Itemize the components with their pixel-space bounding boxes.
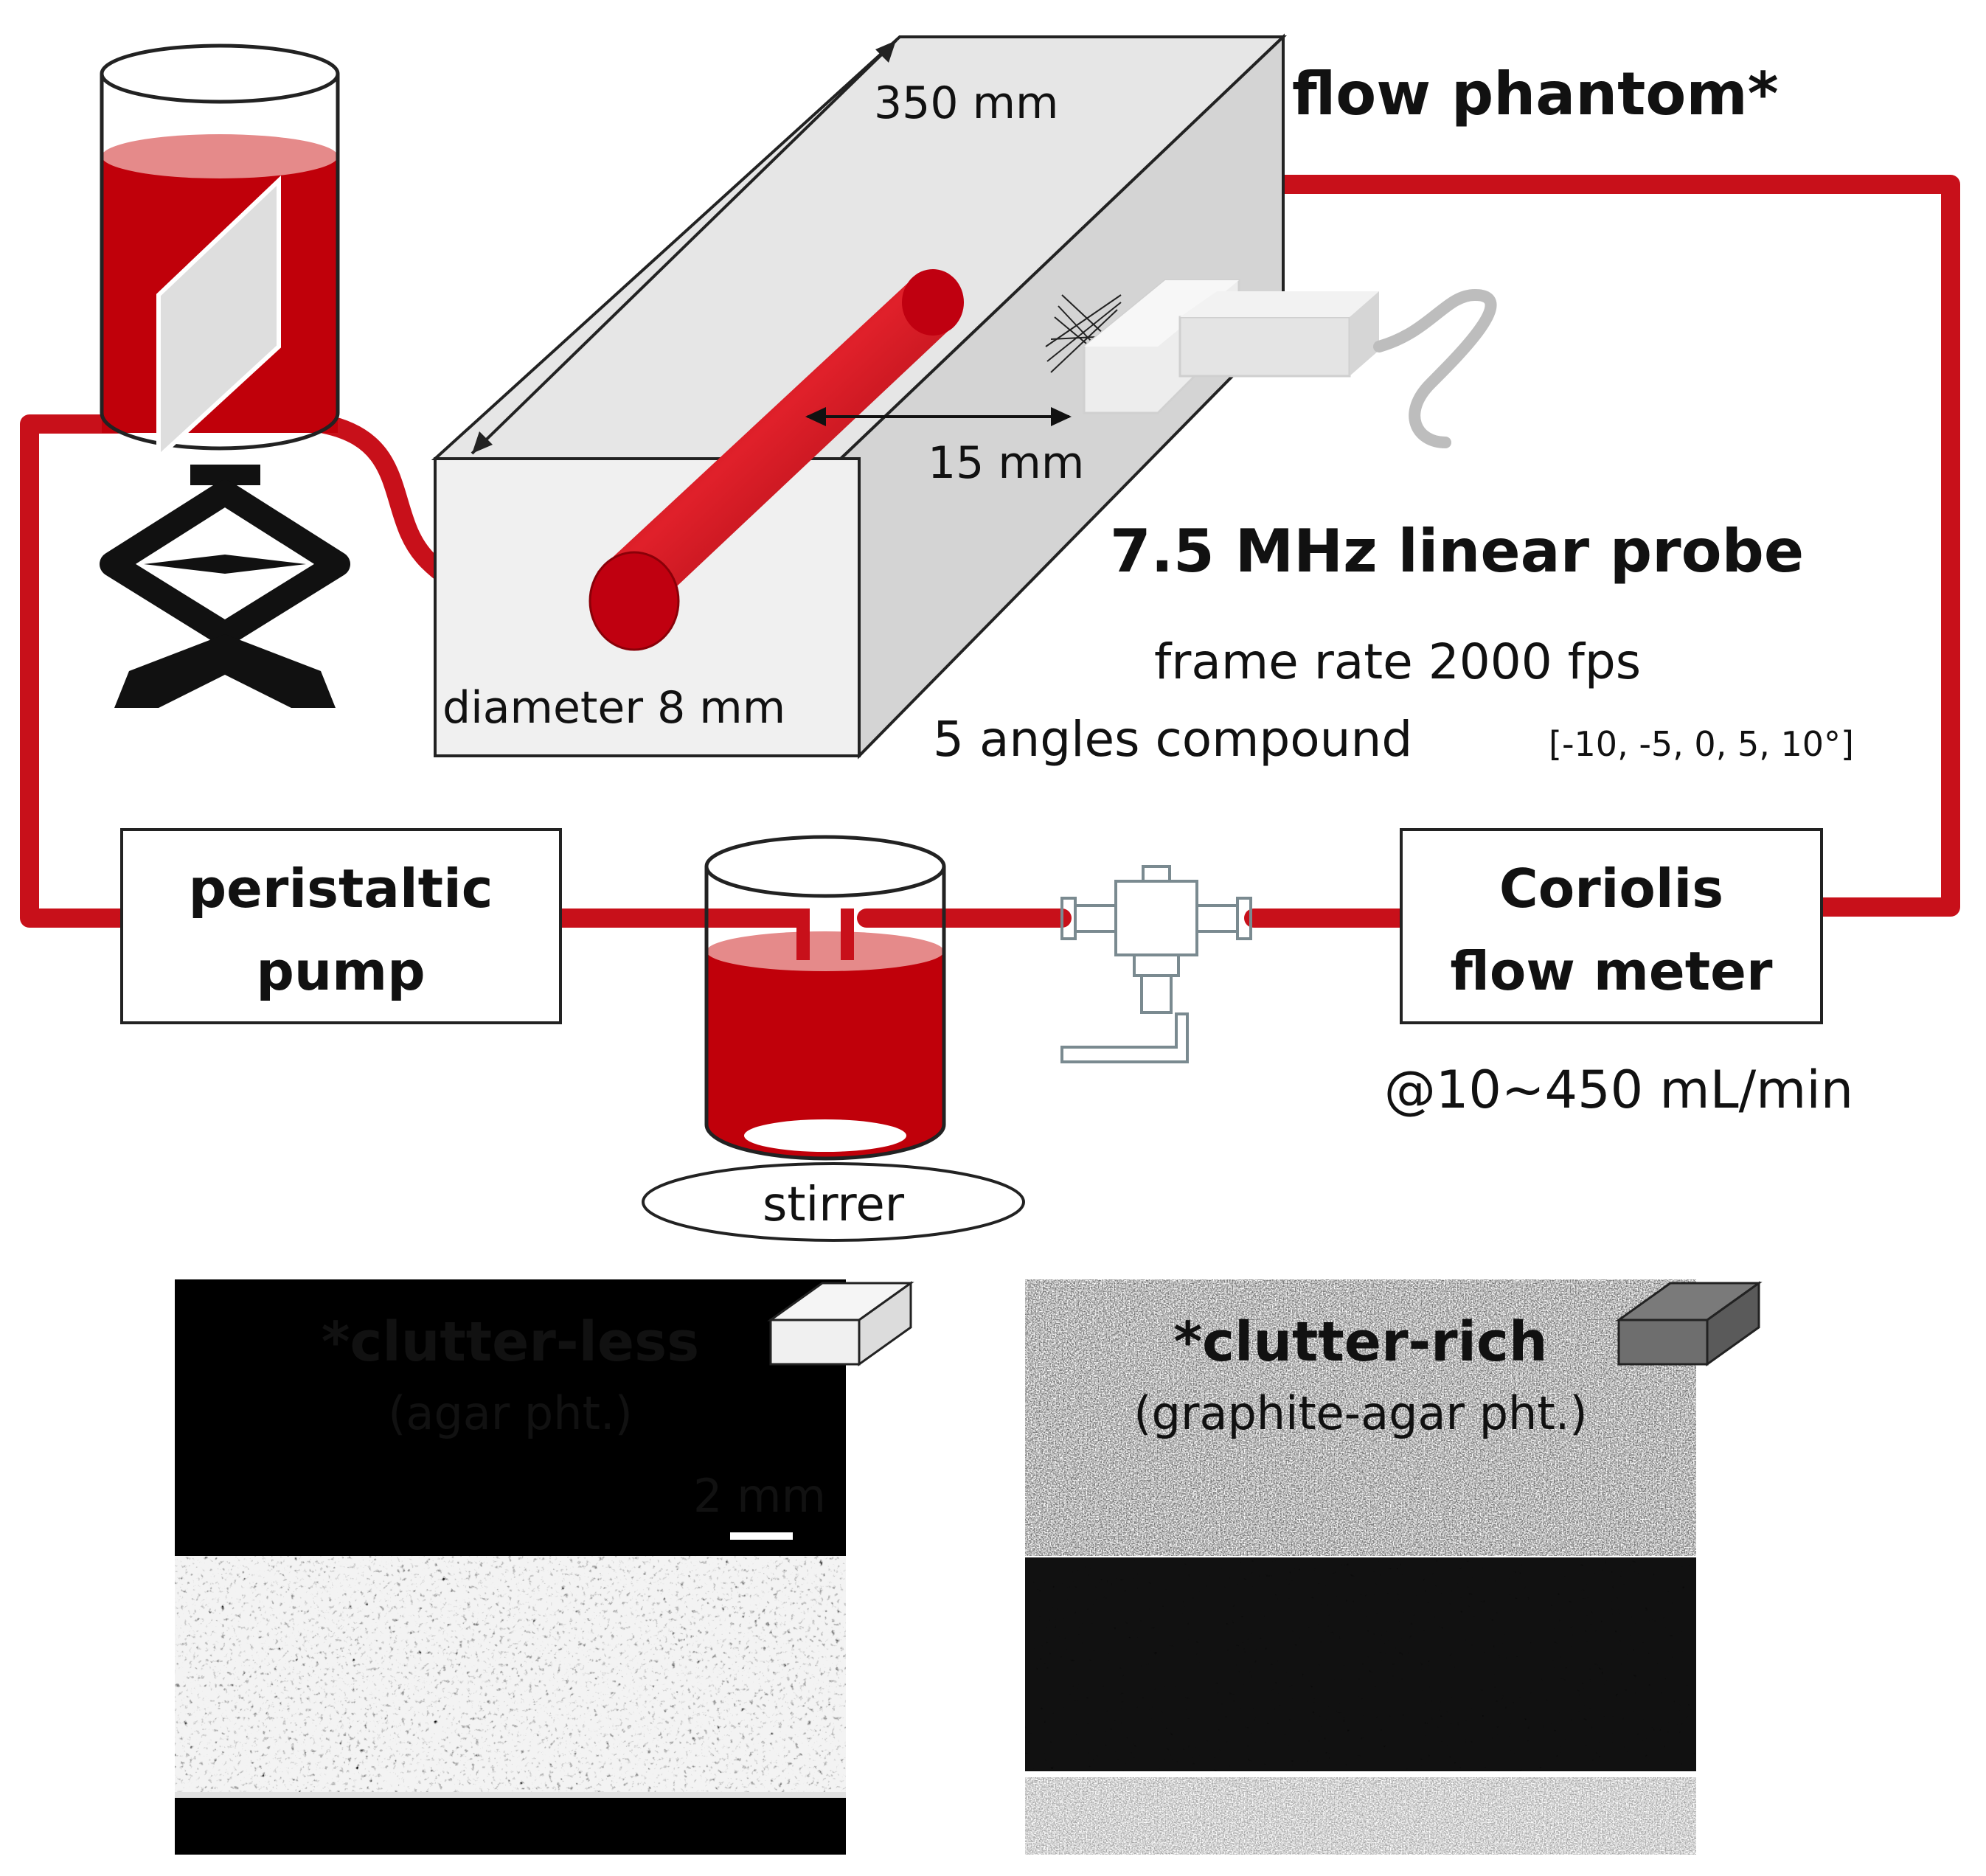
pump-label-line2: pump [256, 940, 425, 1002]
pump-label-line1: peristaltic [189, 858, 493, 920]
distance-label: 15 mm [928, 437, 1084, 489]
diameter-label: diameter 8 mm [442, 682, 785, 734]
flow-phantom [431, 33, 1287, 760]
peristaltic-pump [120, 828, 562, 1024]
phantom-title: flow phantom* [1292, 60, 1779, 128]
clutter-rich-subtitle: (graphite-agar pht.) [1133, 1386, 1587, 1440]
meter-label-line1: Coriolis [1499, 858, 1723, 920]
linear-probe [1045, 279, 1497, 448]
magnetic-stirrer [642, 1162, 1025, 1242]
clutter-less-image [175, 1279, 846, 1855]
clutter-rich-image [1025, 1279, 1696, 1855]
channel-opening [588, 551, 680, 651]
meter-label-line2: flow meter [1450, 940, 1773, 1002]
length-dimension-arrow [471, 39, 897, 455]
scale-bar [730, 1532, 793, 1540]
flow-channel [588, 269, 964, 651]
clutter-rich-title: *clutter-rich [1173, 1310, 1547, 1374]
angles-label: [-10, -5, 0, 5, 10°] [1549, 724, 1854, 764]
baffle-plate [156, 176, 281, 462]
tube-reservoir-to-pump [20, 414, 131, 928]
stir-bar-opening [744, 1119, 906, 1152]
probe-label: 7.5 MHz linear probe [1110, 517, 1804, 586]
tube-meter-to-phantom [1274, 175, 1960, 917]
probe-handle [1178, 316, 1351, 378]
stirrer-beaker [704, 835, 946, 1161]
length-label: 350 mm [874, 77, 1059, 129]
frame-rate-label: frame rate 2000 fps [1154, 633, 1641, 690]
lab-jack [100, 465, 350, 708]
coriolis-flow-meter [1400, 828, 1823, 1024]
gray-block-icon [1615, 1281, 1763, 1366]
reservoir [100, 44, 340, 462]
scale-bar-label: 2 mm [693, 1469, 826, 1523]
distance-dimension-arrow [805, 407, 1072, 426]
tubing [20, 175, 1960, 928]
white-block-icon [767, 1281, 914, 1366]
clutter-less-subtitle: (agar pht.) [388, 1386, 633, 1440]
stirrer-label: stirrer [763, 1178, 905, 1232]
compound-label: 5 angles compound [933, 711, 1412, 768]
probe-cable [1373, 288, 1497, 448]
three-way-valve [1060, 865, 1252, 1063]
clutter-less-title: *clutter-less [322, 1310, 699, 1374]
flow-range-label: @10~450 mL/min [1384, 1060, 1853, 1120]
